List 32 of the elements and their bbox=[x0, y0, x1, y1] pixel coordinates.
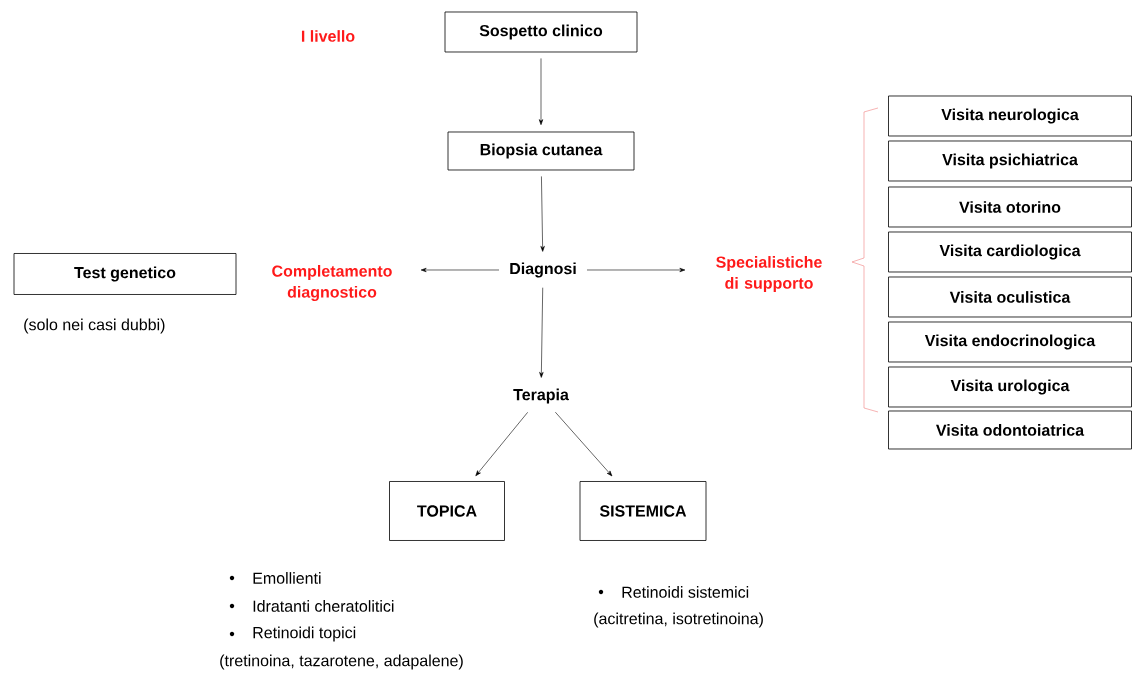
process-box: Visita psichiatrica bbox=[888, 140, 1132, 182]
arrow bbox=[586, 267, 686, 273]
process-box: Biopsia cutanea bbox=[447, 131, 635, 171]
bullet-item: Retinoidi sistemici bbox=[598, 586, 749, 598]
level-label: I livello bbox=[301, 30, 355, 42]
arrow bbox=[555, 411, 613, 477]
arrow bbox=[538, 58, 544, 125]
process-box: Test genetico bbox=[13, 253, 237, 295]
arrow bbox=[420, 267, 500, 273]
process-box: Visita endocrinologica bbox=[888, 321, 1132, 363]
process-box: Visita urologica bbox=[888, 366, 1132, 408]
bullet-item: Idratanti cheratolitici bbox=[229, 600, 394, 612]
bullet-item: Emollienti bbox=[229, 572, 321, 584]
process-box: TOPICA bbox=[389, 481, 505, 541]
step-label: Diagnosi bbox=[510, 262, 576, 278]
process-box: Visita oculistica bbox=[888, 276, 1132, 318]
note-text: (acitretina, isotretinoina) bbox=[594, 612, 763, 628]
process-box: Visita cardiologica bbox=[888, 231, 1132, 273]
bullet-item: Retinoidi topici bbox=[229, 626, 356, 642]
process-box: Visita odontoiatrica bbox=[888, 410, 1132, 450]
step-label: Completamento diagnostico bbox=[272, 265, 392, 301]
arrow bbox=[475, 412, 528, 477]
process-box: SISTEMICA bbox=[579, 481, 707, 541]
arrow bbox=[540, 176, 545, 252]
process-box: Sospetto clinico bbox=[444, 11, 638, 53]
note-text: (solo nei casi dubbi) bbox=[24, 318, 165, 334]
step-label: Terapia bbox=[513, 388, 569, 404]
process-box: Visita neurologica bbox=[888, 95, 1132, 137]
note-text: (tretinoina, tazarotene, adapalene) bbox=[220, 654, 463, 670]
step-label: Specialistiche di supporto bbox=[716, 256, 822, 292]
process-box: Visita otorino bbox=[888, 186, 1132, 228]
arrow bbox=[539, 287, 544, 378]
